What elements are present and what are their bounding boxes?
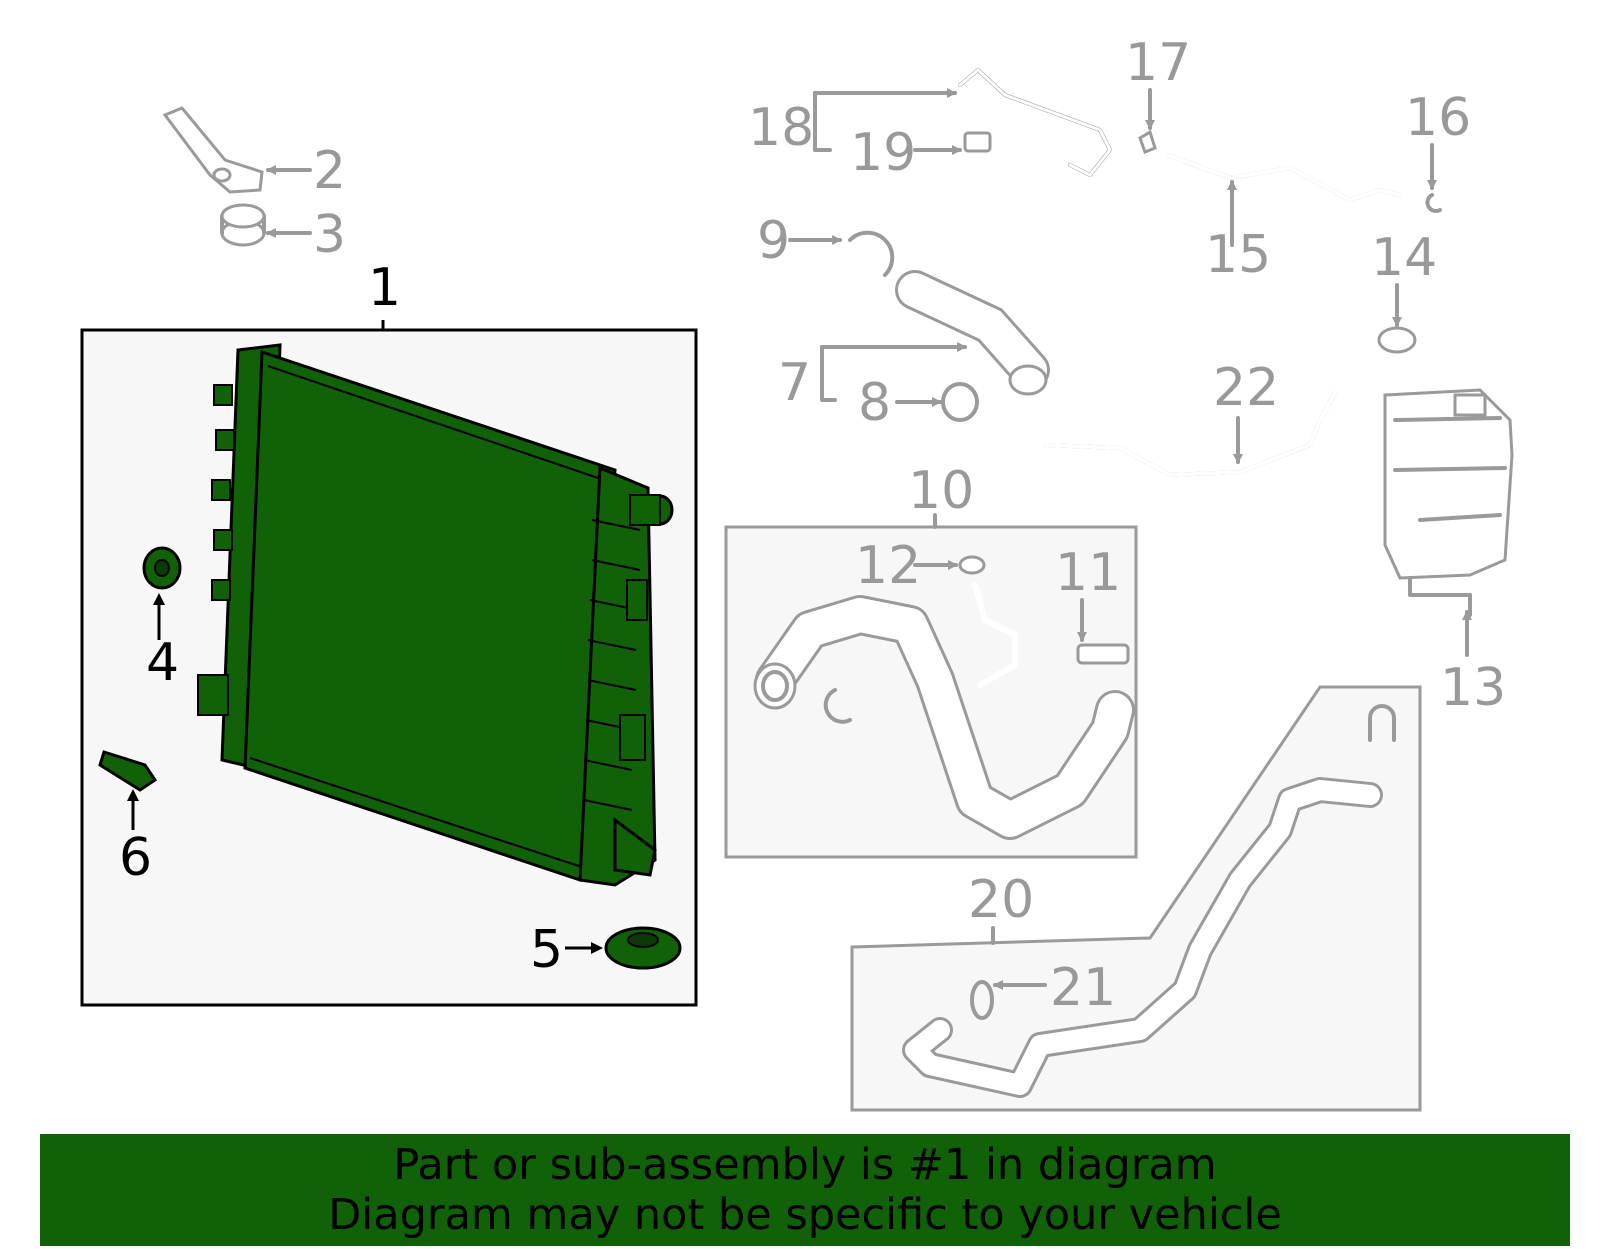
callout-20: 20 [968, 870, 1034, 930]
clip-part-17[interactable] [1138, 88, 1157, 154]
bracket-part-2[interactable] [162, 106, 312, 194]
callout-12: 12 [855, 536, 921, 596]
callout-10: 10 [908, 461, 974, 521]
callout-17: 17 [1125, 33, 1191, 93]
callout-6: 6 [119, 828, 152, 888]
callout-2: 2 [313, 141, 346, 201]
info-banner: Part or sub-assembly is #1 in diagram Di… [40, 1134, 1570, 1246]
callout-9: 9 [757, 211, 790, 271]
insulator-part-4[interactable] [142, 546, 182, 640]
sensor-part-6[interactable] [98, 750, 158, 830]
callout-13: 13 [1440, 658, 1506, 718]
clip-part-19[interactable] [913, 131, 992, 155]
pipe-part-18[interactable] [813, 68, 1112, 177]
banner-line-1: Part or sub-assembly is #1 in diagram [393, 1140, 1217, 1190]
callout-8: 8 [858, 373, 891, 433]
callout-16: 16 [1405, 88, 1471, 148]
callout-4: 4 [146, 633, 179, 693]
hose-part-15[interactable] [1166, 153, 1402, 247]
clamp-part-21[interactable] [970, 980, 1047, 1020]
callout-1: 1 [368, 258, 401, 318]
clamp-part-16[interactable] [1425, 143, 1442, 213]
callout-14: 14 [1371, 228, 1437, 288]
callout-22: 22 [1213, 358, 1279, 418]
callout-21: 21 [1050, 958, 1116, 1018]
hose-part-7[interactable] [820, 270, 1050, 402]
hose-part-10[interactable] [753, 582, 1135, 840]
banner-line-2: Diagram may not be specific to your vehi… [328, 1190, 1282, 1240]
callout-11: 11 [1055, 543, 1121, 603]
clip-part-11[interactable] [1076, 598, 1130, 665]
callout-15: 15 [1205, 225, 1271, 285]
callout-18: 18 [748, 98, 814, 158]
clamp-part-9[interactable] [788, 230, 895, 277]
insulator-part-3[interactable] [220, 203, 312, 247]
cap-part-14[interactable] [1377, 283, 1417, 354]
cap-part-12[interactable] [913, 555, 986, 575]
reservoir-part-13[interactable] [1383, 388, 1514, 657]
clamp-part-8[interactable] [895, 382, 979, 422]
hose-assembly-panel-20 [850, 685, 1422, 1112]
radiator-part-1[interactable] [197, 343, 674, 887]
callout-7: 7 [778, 353, 811, 413]
callout-5: 5 [530, 920, 563, 980]
hose-part-22[interactable] [1043, 391, 1337, 478]
insulator-part-5[interactable] [565, 926, 682, 970]
callout-3: 3 [313, 205, 346, 265]
callout-19: 19 [850, 123, 916, 183]
hose-part-20[interactable] [902, 704, 1396, 1098]
